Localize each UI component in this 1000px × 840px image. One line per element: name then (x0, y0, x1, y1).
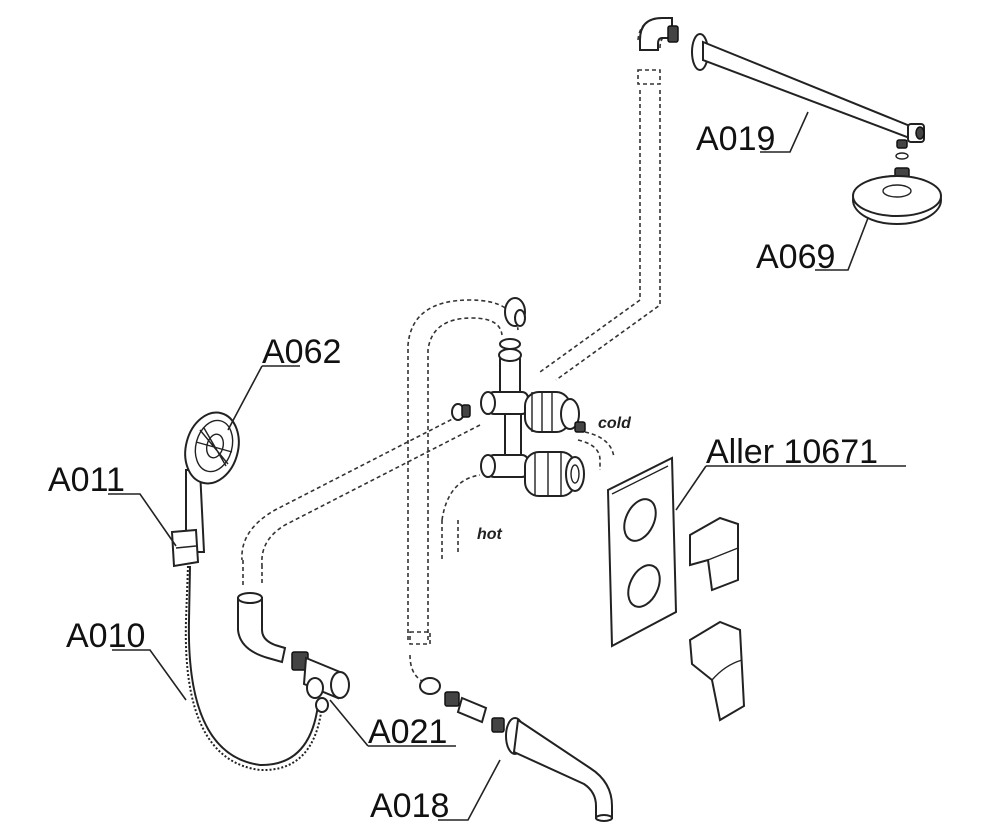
label-a018: A018 (370, 787, 449, 825)
shower-arm (691, 33, 925, 143)
rain-shower-head (852, 139, 942, 225)
bath-spout (419, 677, 613, 822)
label-a069: A069 (756, 238, 835, 276)
label-a011: A011 (48, 461, 125, 499)
label-a062: A062 (262, 333, 341, 371)
label-a010: A010 (66, 617, 145, 655)
label-aller-10671: Aller 10671 (706, 433, 878, 471)
hand-shower-holder (170, 528, 200, 568)
concealed-valve-body (480, 338, 586, 497)
hot-label: hot (477, 526, 503, 543)
concealed-pipework (241, 19, 669, 686)
label-a019: A019 (696, 120, 775, 158)
pipe-fitting-joint (451, 297, 526, 421)
trim-plate (606, 456, 678, 648)
wall-outlet-elbow (237, 592, 350, 713)
shower-hose (184, 565, 323, 772)
lower-handle (688, 620, 746, 722)
leader-lines (108, 111, 906, 821)
top-elbow-fitting (639, 17, 679, 51)
cold-label: cold (598, 415, 632, 432)
upper-handle (689, 516, 739, 592)
label-a021: A021 (368, 713, 447, 751)
